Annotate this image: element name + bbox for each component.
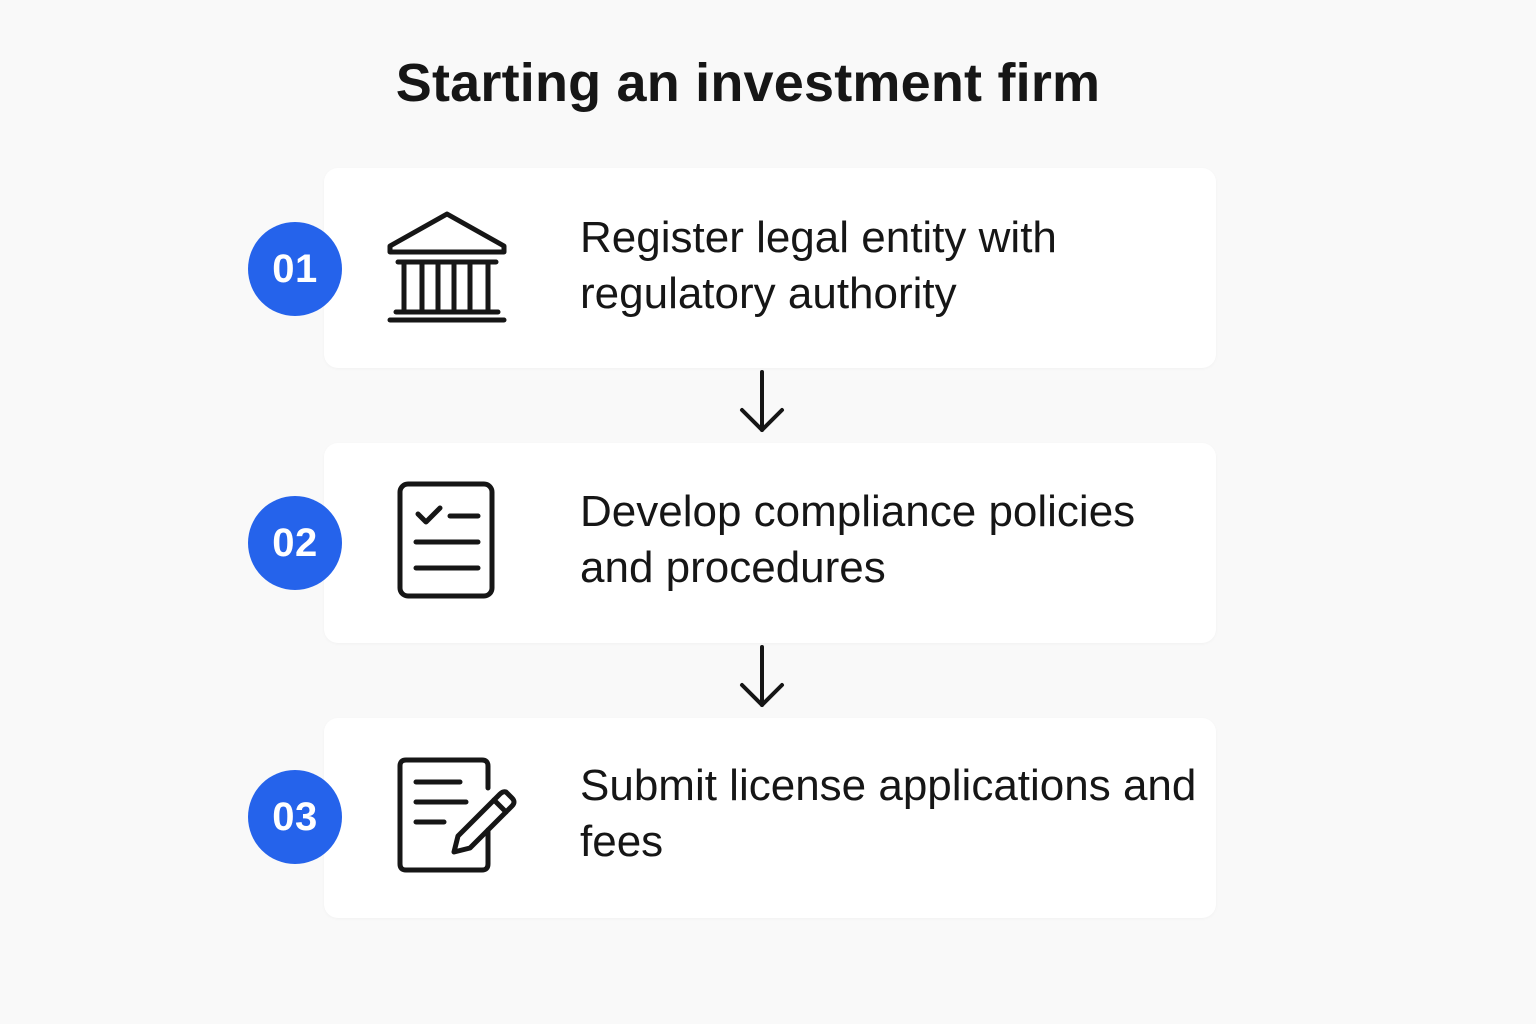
step-text-2: Develop compliance policies and procedur… [580, 487, 1136, 592]
step-card-1 [324, 168, 1216, 368]
step-number-badge-2: 02 [248, 496, 342, 590]
arrow-down-icon [736, 368, 788, 436]
step-number-badge-1: 01 [248, 222, 342, 316]
page-title: Starting an investment firm [395, 53, 1101, 113]
document-pen-icon [382, 752, 522, 882]
step-text-1: Register legal entity with regulatory au… [580, 213, 1057, 318]
bank-building-icon [382, 202, 522, 332]
step-text-3: Submit license applications and fees [580, 761, 1197, 866]
checklist-document-icon [382, 476, 522, 606]
arrow-down-icon [736, 643, 788, 711]
step-number-badge-3: 03 [248, 770, 342, 864]
